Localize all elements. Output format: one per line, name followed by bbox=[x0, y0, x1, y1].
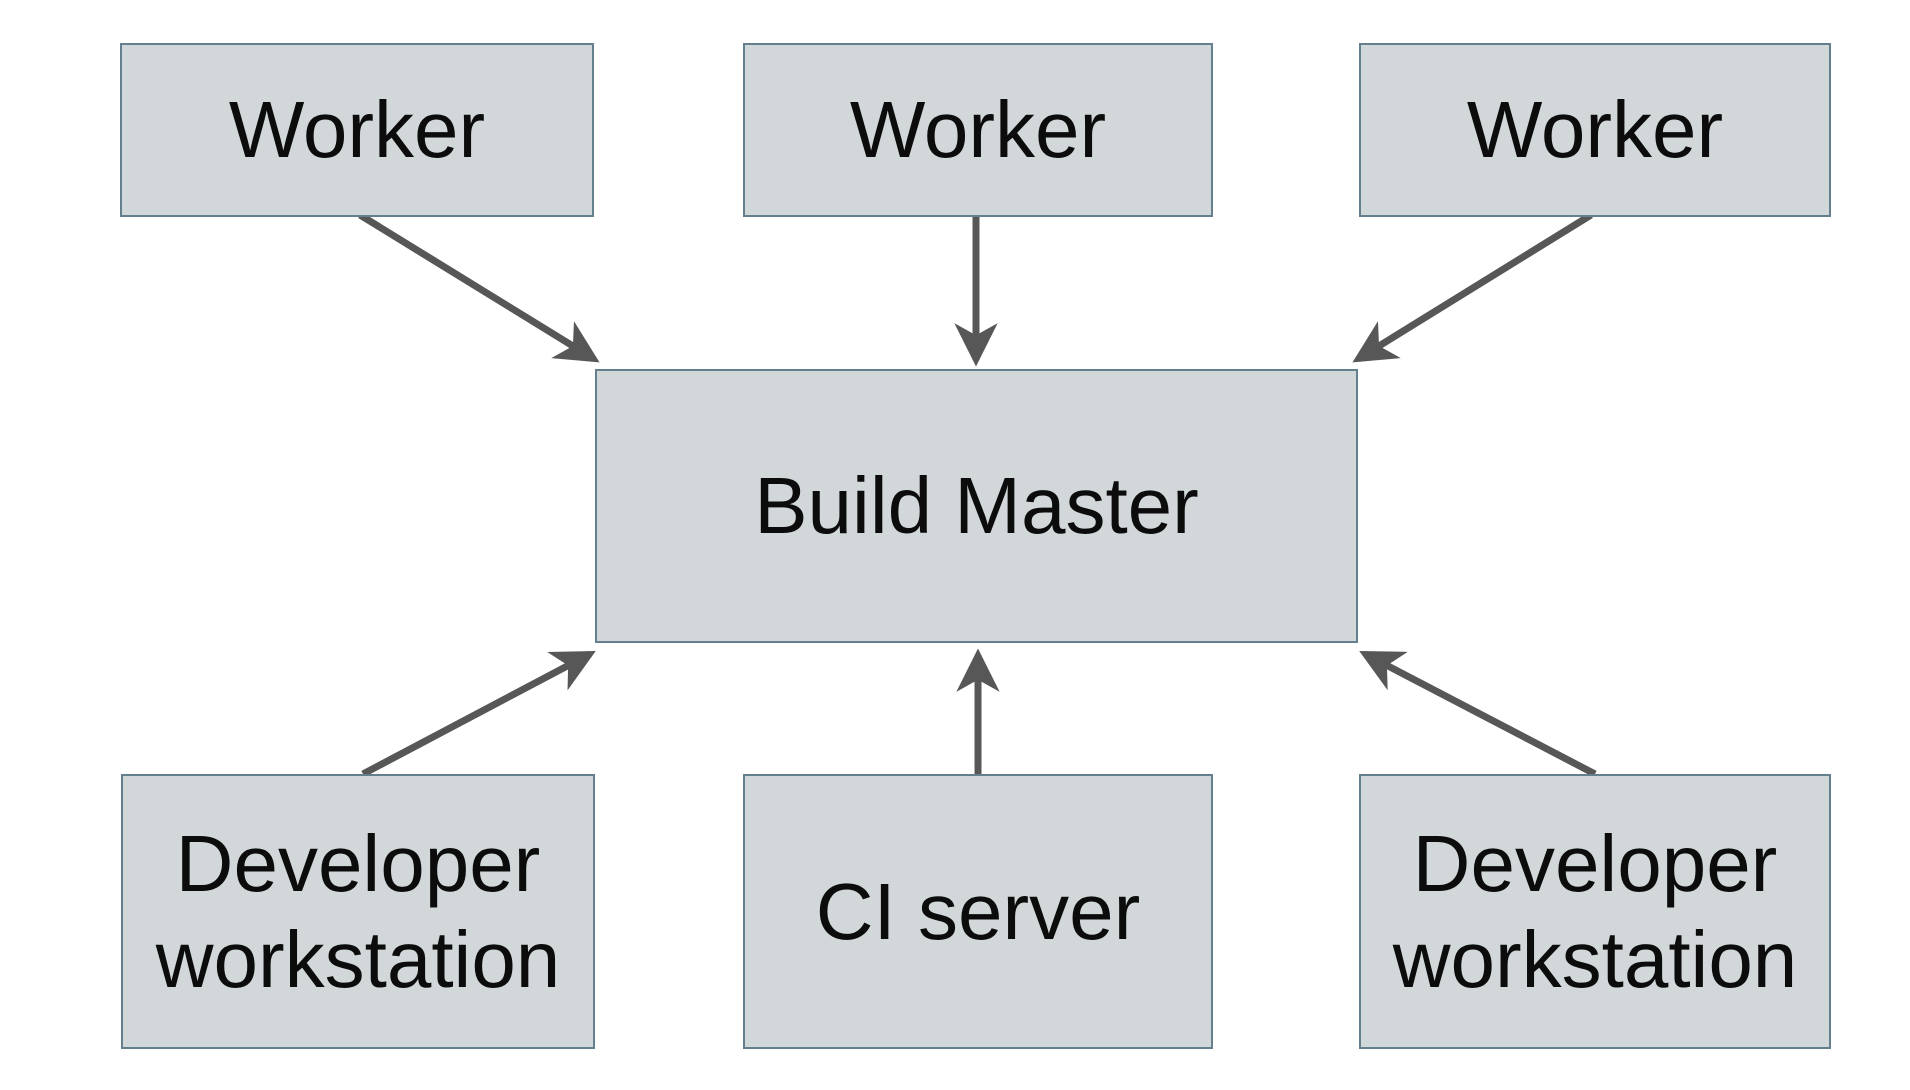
node-worker-1: Worker bbox=[120, 43, 594, 217]
node-developer-workstation-right: Developer workstation bbox=[1359, 774, 1831, 1049]
node-worker-2-label: Worker bbox=[849, 85, 1107, 174]
arrow-developer-workstation-left-to-build-master bbox=[361, 650, 596, 778]
arrow-developer-workstation-right-to-build-master bbox=[1359, 650, 1597, 778]
node-worker-2: Worker bbox=[743, 43, 1213, 217]
node-worker-1-label: Worker bbox=[228, 85, 486, 174]
node-developer-workstation-left-label: Developer workstation bbox=[155, 818, 561, 1004]
node-developer-workstation-left: Developer workstation bbox=[121, 774, 595, 1049]
node-worker-3-label: Worker bbox=[1466, 85, 1724, 174]
node-worker-3: Worker bbox=[1359, 43, 1831, 217]
node-build-master: Build Master bbox=[595, 369, 1358, 643]
arrow-worker-3-to-build-master bbox=[1352, 212, 1593, 363]
node-ci-server: CI server bbox=[743, 774, 1213, 1049]
node-build-master-label: Build Master bbox=[754, 461, 1199, 550]
node-developer-workstation-right-label: Developer workstation bbox=[1392, 818, 1798, 1004]
node-ci-server-label: CI server bbox=[815, 866, 1141, 956]
arrow-worker-1-to-build-master bbox=[358, 212, 600, 363]
